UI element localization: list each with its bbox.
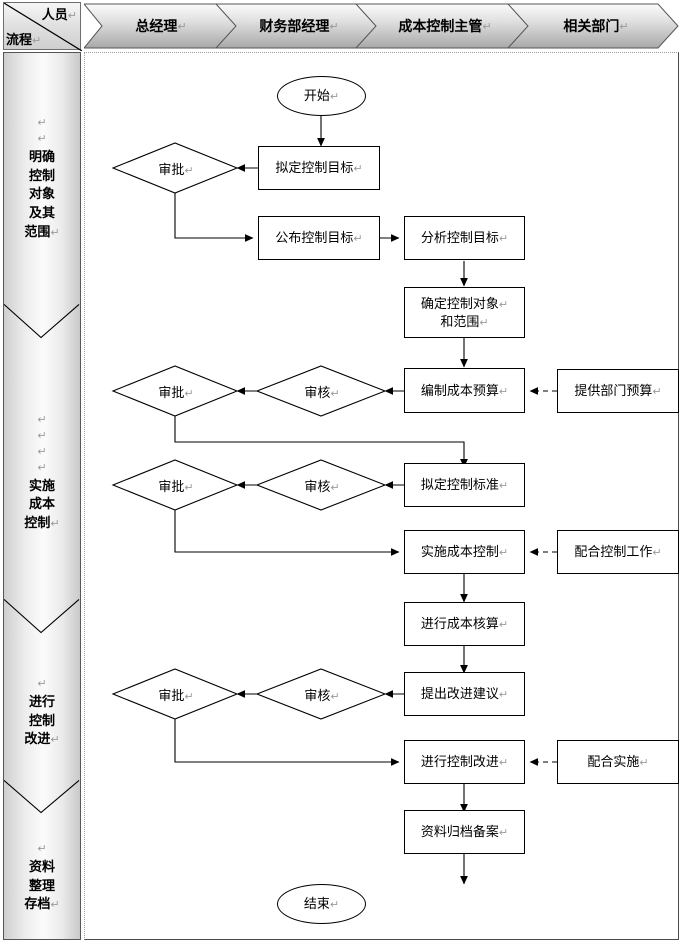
node-draft-control-goal[interactable]: 拟定控制目标↵ — [258, 146, 380, 190]
node-publish-control-goal[interactable]: 公布控制目标↵ — [258, 216, 380, 260]
node-end[interactable]: 结束↵ — [277, 884, 366, 924]
flowchart-canvas: 开始↵ 结束↵ 拟定控制目标↵ 公布控制目标↵ 分析控制目标↵ 确定控制对象↵ … — [84, 52, 679, 940]
role-lane-header: 总经理↵ 财务部经理↵ 成本控制主管↵ 相关部门↵ — [84, 2, 679, 50]
node-carry-out-improvement[interactable]: 进行控制改进↵ — [404, 740, 525, 784]
decision-review-3[interactable]: 审核↵ — [304, 687, 340, 703]
node-provide-department-budget[interactable]: 提供部门预算↵ — [557, 369, 679, 413]
node-assist-implementation[interactable]: 配合实施↵ — [557, 740, 679, 784]
node-determine-scope[interactable]: 确定控制对象↵ 和范围↵ — [404, 287, 525, 338]
role-lane-chevrons — [84, 3, 679, 49]
node-implement-cost-control[interactable]: 实施成本控制↵ — [404, 530, 525, 574]
decision-approve-3[interactable]: 审批↵ — [158, 478, 194, 494]
node-analyze-control-goal[interactable]: 分析控制目标↵ — [404, 216, 525, 260]
node-prepare-cost-budget[interactable]: 编制成本预算↵ — [404, 368, 525, 413]
phase-define-control-scope: ↵ ↵ 明确 控制 对象 及其 范围↵ — [24, 116, 60, 240]
decision-approve-1[interactable]: 审批↵ — [158, 161, 194, 177]
lane-label-general-manager: 总经理↵ — [135, 18, 187, 34]
node-cooperate-control-work[interactable]: 配合控制工作↵ — [557, 530, 679, 574]
node-cost-accounting[interactable]: 进行成本核算↵ — [404, 602, 525, 646]
decision-approve-4[interactable]: 审批↵ — [158, 687, 194, 703]
decision-approve-2[interactable]: 审批↵ — [158, 384, 194, 400]
phase-archive-records: ↵ 资料 整理 存档↵ — [24, 842, 60, 912]
node-start[interactable]: 开始↵ — [277, 76, 366, 116]
lane-label-finance-manager: 财务部经理↵ — [259, 18, 339, 34]
corner-label-personnel: 人员↵ — [41, 7, 77, 22]
corner-label-process: 流程↵ — [6, 32, 42, 47]
decision-review-2[interactable]: 审核↵ — [304, 478, 340, 494]
phase-implement-cost-control: ↵ ↵ ↵ ↵ 实施 成本 控制↵ — [24, 413, 60, 531]
corner-header-cell: 人员↵ 流程↵ — [3, 2, 82, 51]
node-propose-improvement[interactable]: 提出改进建议↵ — [404, 672, 525, 716]
node-archive-records[interactable]: 资料归档备案↵ — [404, 810, 525, 854]
node-draft-control-standard[interactable]: 拟定控制标准↵ — [404, 463, 525, 507]
phase-control-improvement: ↵ 进行 控制 改进↵ — [24, 677, 60, 747]
process-phase-sidebar: ↵ ↵ 明确 控制 对象 及其 范围↵ ↵ ↵ ↵ ↵ 实施 成本 控制↵ ↵ … — [3, 52, 81, 940]
flowchart-connectors — [111, 116, 557, 885]
corner-diagonal-icon — [4, 3, 82, 51]
lane-label-cost-control-supervisor: 成本控制主管↵ — [398, 18, 492, 34]
lane-label-related-department: 相关部门↵ — [563, 18, 629, 34]
decision-review-1[interactable]: 审核↵ — [304, 384, 340, 400]
